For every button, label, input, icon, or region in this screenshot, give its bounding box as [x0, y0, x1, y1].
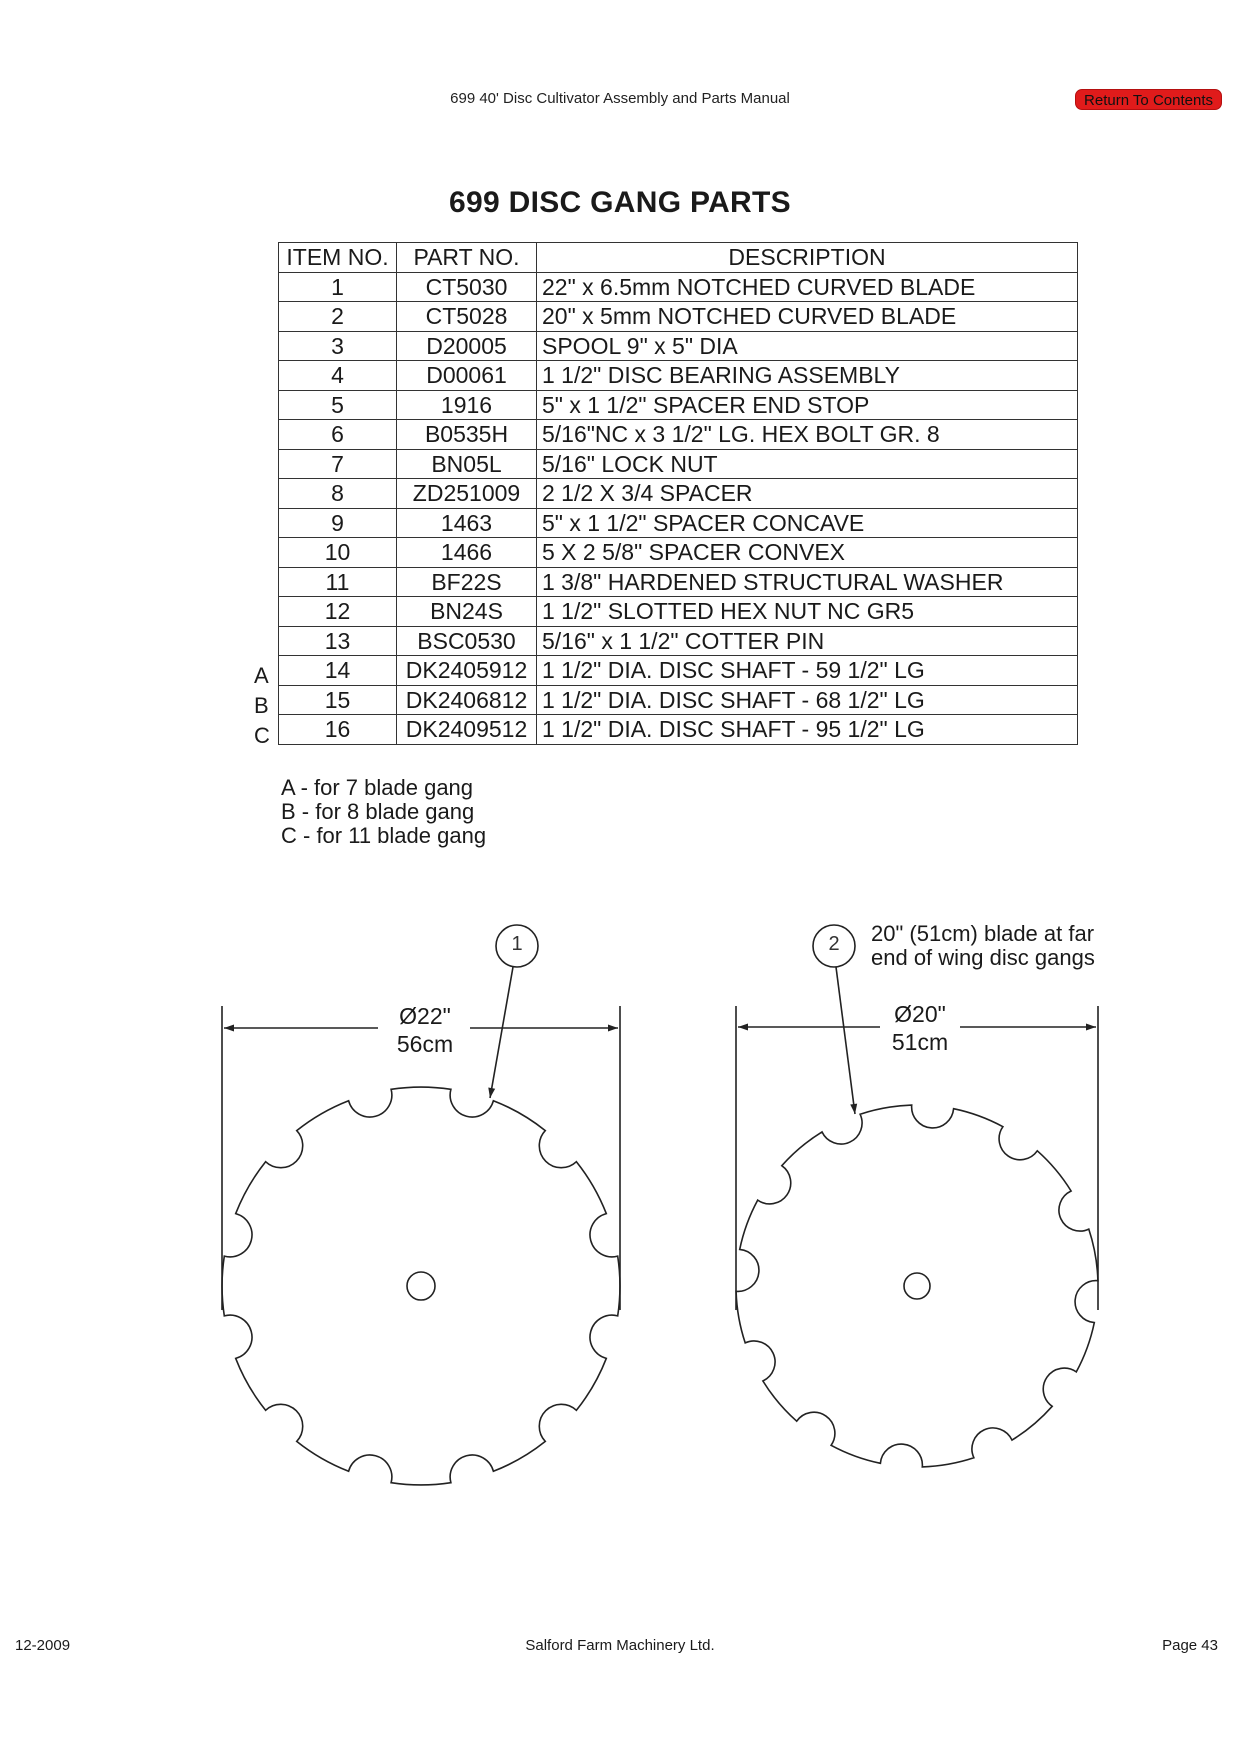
blade-2-note-line-1: 20" (51cm) blade at far	[871, 921, 1095, 946]
gang-marker: C	[254, 723, 270, 748]
blade-1-outline	[221, 1086, 621, 1486]
blade-1-diameter-imperial: Ø22"	[399, 1003, 451, 1029]
part-number-cell: D20005	[396, 330, 537, 361]
callout-2-leader	[835, 966, 858, 1115]
part-number-cell: D00061	[396, 360, 537, 391]
callout-1-circle	[495, 924, 539, 968]
gang-note: C - for 11 blade gang	[281, 823, 487, 848]
part-number-cell: ZD251009	[396, 478, 537, 509]
description-cell: 5/16"NC x 3 1/2" LG. HEX BOLT GR. 8	[536, 419, 1078, 450]
description-cell: SPOOL 9" x 5" DIA	[536, 330, 1078, 361]
description-cell: 1 1/2" DIA. DISC SHAFT - 68 1/2" LG	[536, 684, 1078, 715]
item-number-cell: 7	[278, 448, 397, 479]
item-number-cell: 16	[278, 714, 397, 745]
part-number-cell: DK2406812	[396, 684, 537, 715]
blade-2-diameter-imperial: Ø20"	[894, 1001, 946, 1027]
part-number-cell: CT5028	[396, 301, 537, 332]
footer-page-number: Page 43	[1162, 1637, 1218, 1654]
description-cell: 20" x 5mm NOTCHED CURVED BLADE	[536, 301, 1078, 332]
blade-1-diameter-label: Ø22" 56cm	[380, 1002, 470, 1058]
gang-note: A - for 7 blade gang	[281, 775, 474, 800]
description-cell: 22" x 6.5mm NOTCHED CURVED BLADE	[536, 271, 1078, 302]
description-cell: 1 3/8" HARDENED STRUCTURAL WASHER	[536, 566, 1078, 597]
gang-marker: B	[254, 693, 269, 718]
callout-2-label: 2	[828, 933, 840, 955]
part-number-cell: BSC0530	[396, 625, 537, 656]
blade-1-center-hole	[406, 1271, 436, 1301]
description-cell: 5" x 1 1/2" SPACER CONCAVE	[536, 507, 1078, 538]
table-header-row: ITEM NO. PART NO. DESCRIPTION	[278, 242, 1078, 273]
gang-note: B - for 8 blade gang	[281, 799, 475, 824]
blade-2-center-hole	[903, 1272, 931, 1300]
item-number-cell: 6	[278, 419, 397, 450]
part-number-cell: DK2409512	[396, 714, 537, 745]
part-number-cell: 1463	[396, 507, 537, 538]
column-header-description: DESCRIPTION	[536, 242, 1078, 273]
blade-2-diameter-label: Ø20" 51cm	[878, 1000, 962, 1056]
part-number-cell: 1916	[396, 389, 537, 420]
description-cell: 1 1/2" DIA. DISC SHAFT - 95 1/2" LG	[536, 714, 1078, 745]
item-number-cell: 13	[278, 625, 397, 656]
blade-2-note: 20" (51cm) blade at far end of wing disc…	[871, 922, 1095, 970]
footer-date: 12-2009	[15, 1637, 71, 1654]
callout-1-label: 1	[511, 933, 523, 955]
manual-title: 699 40' Disc Cultivator Assembly and Par…	[450, 90, 790, 107]
item-number-cell: 5	[278, 389, 397, 420]
blade-2-outline	[735, 1104, 1099, 1468]
blade-1-diameter-metric: 56cm	[396, 1031, 454, 1057]
description-cell: 5" x 1 1/2" SPACER END STOP	[536, 389, 1078, 420]
part-number-cell: BN24S	[396, 596, 537, 627]
item-number-cell: 15	[278, 684, 397, 715]
description-cell: 1 1/2" SLOTTED HEX NUT NC GR5	[536, 596, 1078, 627]
gang-marker: A	[254, 663, 269, 688]
description-cell: 1 1/2" DISC BEARING ASSEMBLY	[536, 360, 1078, 391]
blade-2-diameter-metric: 51cm	[891, 1029, 949, 1055]
description-cell: 5 X 2 5/8" SPACER CONVEX	[536, 537, 1078, 568]
return-to-contents-button[interactable]: Return To Contents	[1075, 89, 1222, 110]
part-number-cell: BN05L	[396, 448, 537, 479]
part-number-cell: 1466	[396, 537, 537, 568]
page-title: 699 DISC GANG PARTS	[449, 186, 791, 219]
blade-2-note-line-2: end of wing disc gangs	[871, 945, 1095, 970]
callout-1-leader	[488, 966, 514, 1099]
description-cell: 5/16" LOCK NUT	[536, 448, 1078, 479]
item-number-cell: 4	[278, 360, 397, 391]
item-number-cell: 2	[278, 301, 397, 332]
item-number-cell: 3	[278, 330, 397, 361]
callout-2-circle	[812, 924, 856, 968]
item-number-cell: 8	[278, 478, 397, 509]
item-number-cell: 10	[278, 537, 397, 568]
item-number-cell: 11	[278, 566, 397, 597]
footer-company: Salford Farm Machinery Ltd.	[525, 1637, 715, 1654]
part-number-cell: B0535H	[396, 419, 537, 450]
